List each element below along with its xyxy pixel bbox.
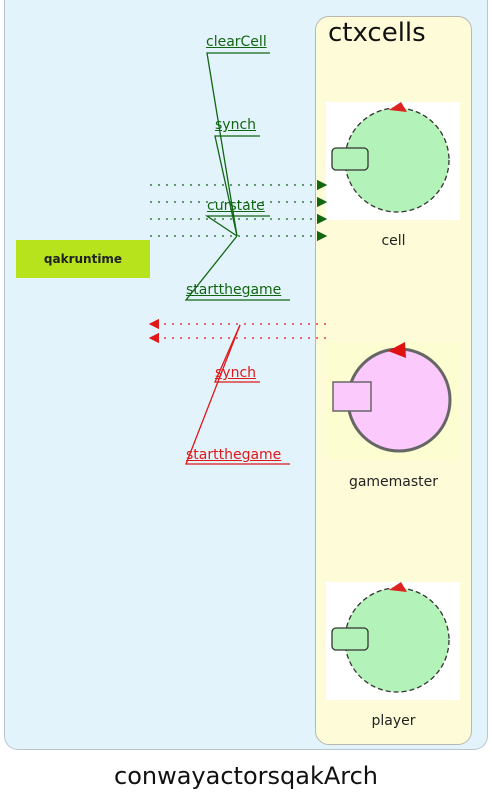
diagram-caption: conwayactorsqakArch [114,762,378,790]
message-label-startthegame-reply: startthegame [186,447,282,463]
message-label-curstate: curstate [207,198,265,214]
context-title: ctxcells [328,18,426,48]
message-label-clearcell: clearCell [206,34,267,50]
message-label-synch-reply: synch [215,365,257,381]
actor-label-cell: cell [381,233,406,249]
from-actor-edges [148,318,326,465]
cell-actor-icon [331,102,450,213]
message-label-synch: synch [215,117,257,133]
qakruntime-label: qakruntime [43,252,123,266]
gamemaster-actor-icon [332,342,452,453]
actor-label-gamemaster: gamemaster [348,474,439,490]
actor-label-player: player [371,713,416,729]
to-actor-edges [150,52,328,301]
qakruntime-node: qakruntime [16,240,150,278]
message-label-startthegame: startthegame [186,282,282,298]
player-actor-icon [331,582,450,693]
